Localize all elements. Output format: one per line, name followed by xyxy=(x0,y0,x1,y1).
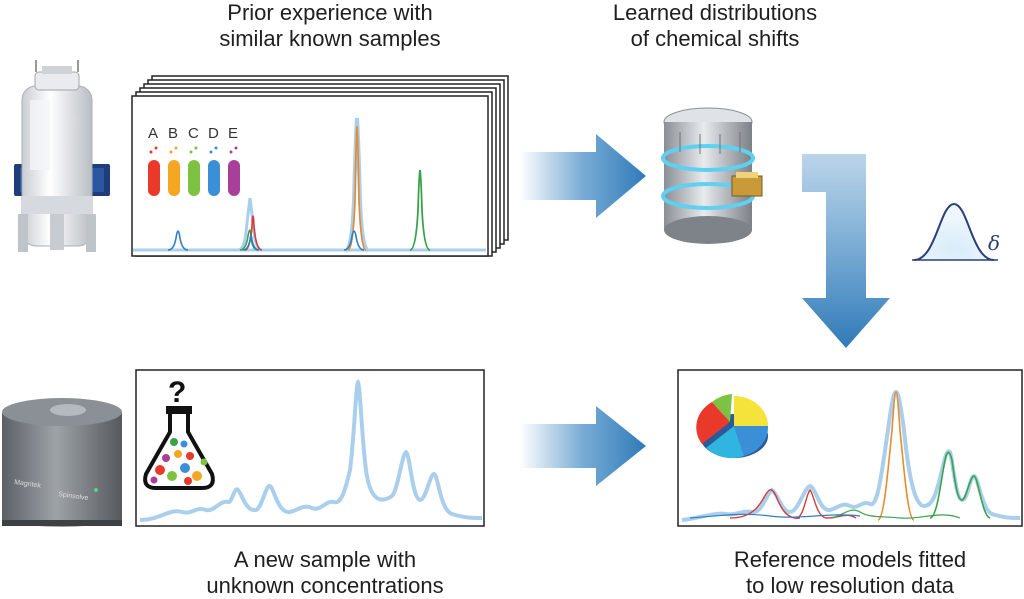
caption-prior-experience: Prior experience with similar known samp… xyxy=(150,0,510,52)
arrow-to-fit xyxy=(520,406,646,486)
flask-icon: ? xyxy=(143,376,215,490)
svg-text:Spinsolve: Spinsolve xyxy=(58,491,89,502)
pie-chart-icon xyxy=(696,394,769,459)
tube-b: B xyxy=(168,125,180,196)
caption-new-sample: A new sample with unknown concentrations xyxy=(130,547,520,599)
front-spectrum-frame xyxy=(131,95,489,257)
svg-text:Magritek: Magritek xyxy=(14,479,42,490)
caption-ref-line-2: to low resolution data xyxy=(746,573,954,598)
delta-symbol: δ xyxy=(988,231,1000,255)
caption-ref-line-1: Reference models fitted xyxy=(733,547,967,572)
tube-c: C xyxy=(188,125,200,196)
tube-d: D xyxy=(208,125,220,196)
sample-tubes: A B C D E xyxy=(148,125,240,196)
benchtop-nmr-icon: Magritek Spinsolve xyxy=(2,398,122,527)
peak-green xyxy=(409,169,431,251)
gaussian-distribution-icon: δ xyxy=(912,202,1000,261)
tube-label-a: A xyxy=(148,125,158,142)
tube-label-e: E xyxy=(228,125,238,142)
caption-learned-distributions: Learned distributions of chemical shifts xyxy=(545,0,885,52)
caption-prior-line-1: Prior experience with xyxy=(227,0,433,25)
peak-blue-1 xyxy=(167,230,189,251)
question-mark: ? xyxy=(168,376,186,409)
peak-orange xyxy=(347,125,367,251)
caption-learned-line-2: of chemical shifts xyxy=(630,26,800,51)
svg-text:Ascend: Ascend xyxy=(67,116,78,140)
caption-new-line-2: unknown concentrations xyxy=(206,573,444,598)
high-field-nmr-icon: Ascend xyxy=(14,60,110,252)
database-icon xyxy=(661,107,763,244)
new-spectrum-trace xyxy=(139,379,483,522)
tube-e: E xyxy=(228,125,240,196)
tube-a: A xyxy=(148,125,160,196)
tube-label-b: B xyxy=(168,125,178,142)
arrow-to-database xyxy=(520,134,646,218)
arrow-to-reference xyxy=(802,154,890,348)
new-sample-spectrum-panel: ? xyxy=(135,369,485,527)
caption-prior-line-2: similar known samples xyxy=(219,26,441,51)
caption-new-line-1: A new sample with xyxy=(233,547,417,572)
caption-reference-models: Reference models fitted to low resolutio… xyxy=(665,547,1024,599)
tube-label-d: D xyxy=(208,125,219,142)
stacked-spectra-panel: A B C D E xyxy=(131,75,509,257)
reference-fit-panel xyxy=(677,369,1023,527)
caption-learned-line-1: Learned distributions xyxy=(612,0,818,25)
tube-label-c: C xyxy=(188,125,199,142)
